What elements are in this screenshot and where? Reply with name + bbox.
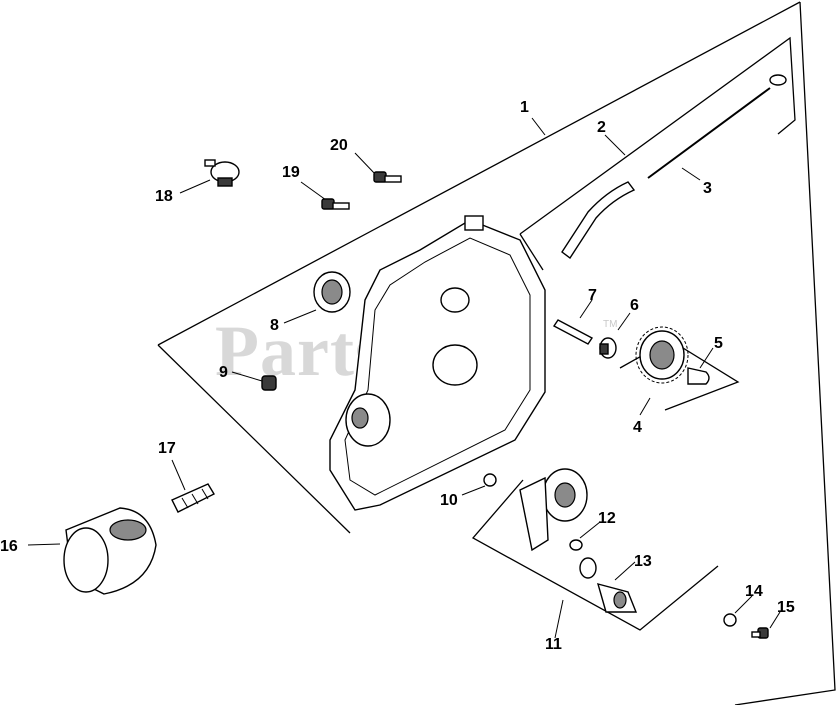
bolt-part-19 xyxy=(321,198,350,210)
callout-18: 18 xyxy=(155,188,173,205)
callout-7: 7 xyxy=(588,287,597,304)
callout-4: 4 xyxy=(633,419,642,436)
callout-2: 2 xyxy=(597,119,606,136)
callout-8: 8 xyxy=(270,317,279,334)
callout-17: 17 xyxy=(158,440,176,457)
gear-part-4 xyxy=(635,326,689,384)
callout-10: 10 xyxy=(440,492,458,509)
sensor-part-18 xyxy=(204,159,240,187)
screw-part-15 xyxy=(751,627,769,639)
o-ring-part-10 xyxy=(483,473,497,487)
callout-3: 3 xyxy=(703,180,712,197)
group-outline-main xyxy=(157,1,836,705)
washer-part-14 xyxy=(723,613,737,627)
dipstick-part-3 xyxy=(647,74,787,179)
callout-6: 6 xyxy=(630,297,639,314)
closure-plate xyxy=(329,215,546,511)
callout-12: 12 xyxy=(598,510,616,527)
bolt-part-20 xyxy=(373,171,402,183)
callout-9: 9 xyxy=(219,364,228,381)
leader-lines xyxy=(27,117,781,639)
callout-19: 19 xyxy=(282,164,300,181)
callout-1: 1 xyxy=(520,99,529,116)
group-outline-dipstick xyxy=(519,36,796,271)
governor-shaft-part-13 xyxy=(579,557,638,613)
group-outline-governor xyxy=(471,479,719,631)
plug-part-9 xyxy=(261,375,277,391)
oil-seal-part-8 xyxy=(313,271,351,313)
washer-part-6 xyxy=(599,337,617,359)
retainer-part-12 xyxy=(569,539,583,551)
callout-15: 15 xyxy=(777,599,795,616)
callout-11: 11 xyxy=(545,636,562,653)
watermark-trademark: TM xyxy=(603,319,617,330)
callout-14: 14 xyxy=(745,583,763,600)
oil-filter-part-16 xyxy=(63,507,157,595)
callout-13: 13 xyxy=(634,553,652,570)
callout-16: 16 xyxy=(0,538,18,555)
callout-5: 5 xyxy=(714,335,723,352)
dipstick-tube-part-2 xyxy=(561,181,636,260)
callout-20: 20 xyxy=(330,137,348,154)
shaft-part-5 xyxy=(687,367,710,385)
governor-gear-part-11 xyxy=(519,468,588,552)
nipple-part-17 xyxy=(171,483,215,513)
pin-part-7 xyxy=(552,319,594,345)
